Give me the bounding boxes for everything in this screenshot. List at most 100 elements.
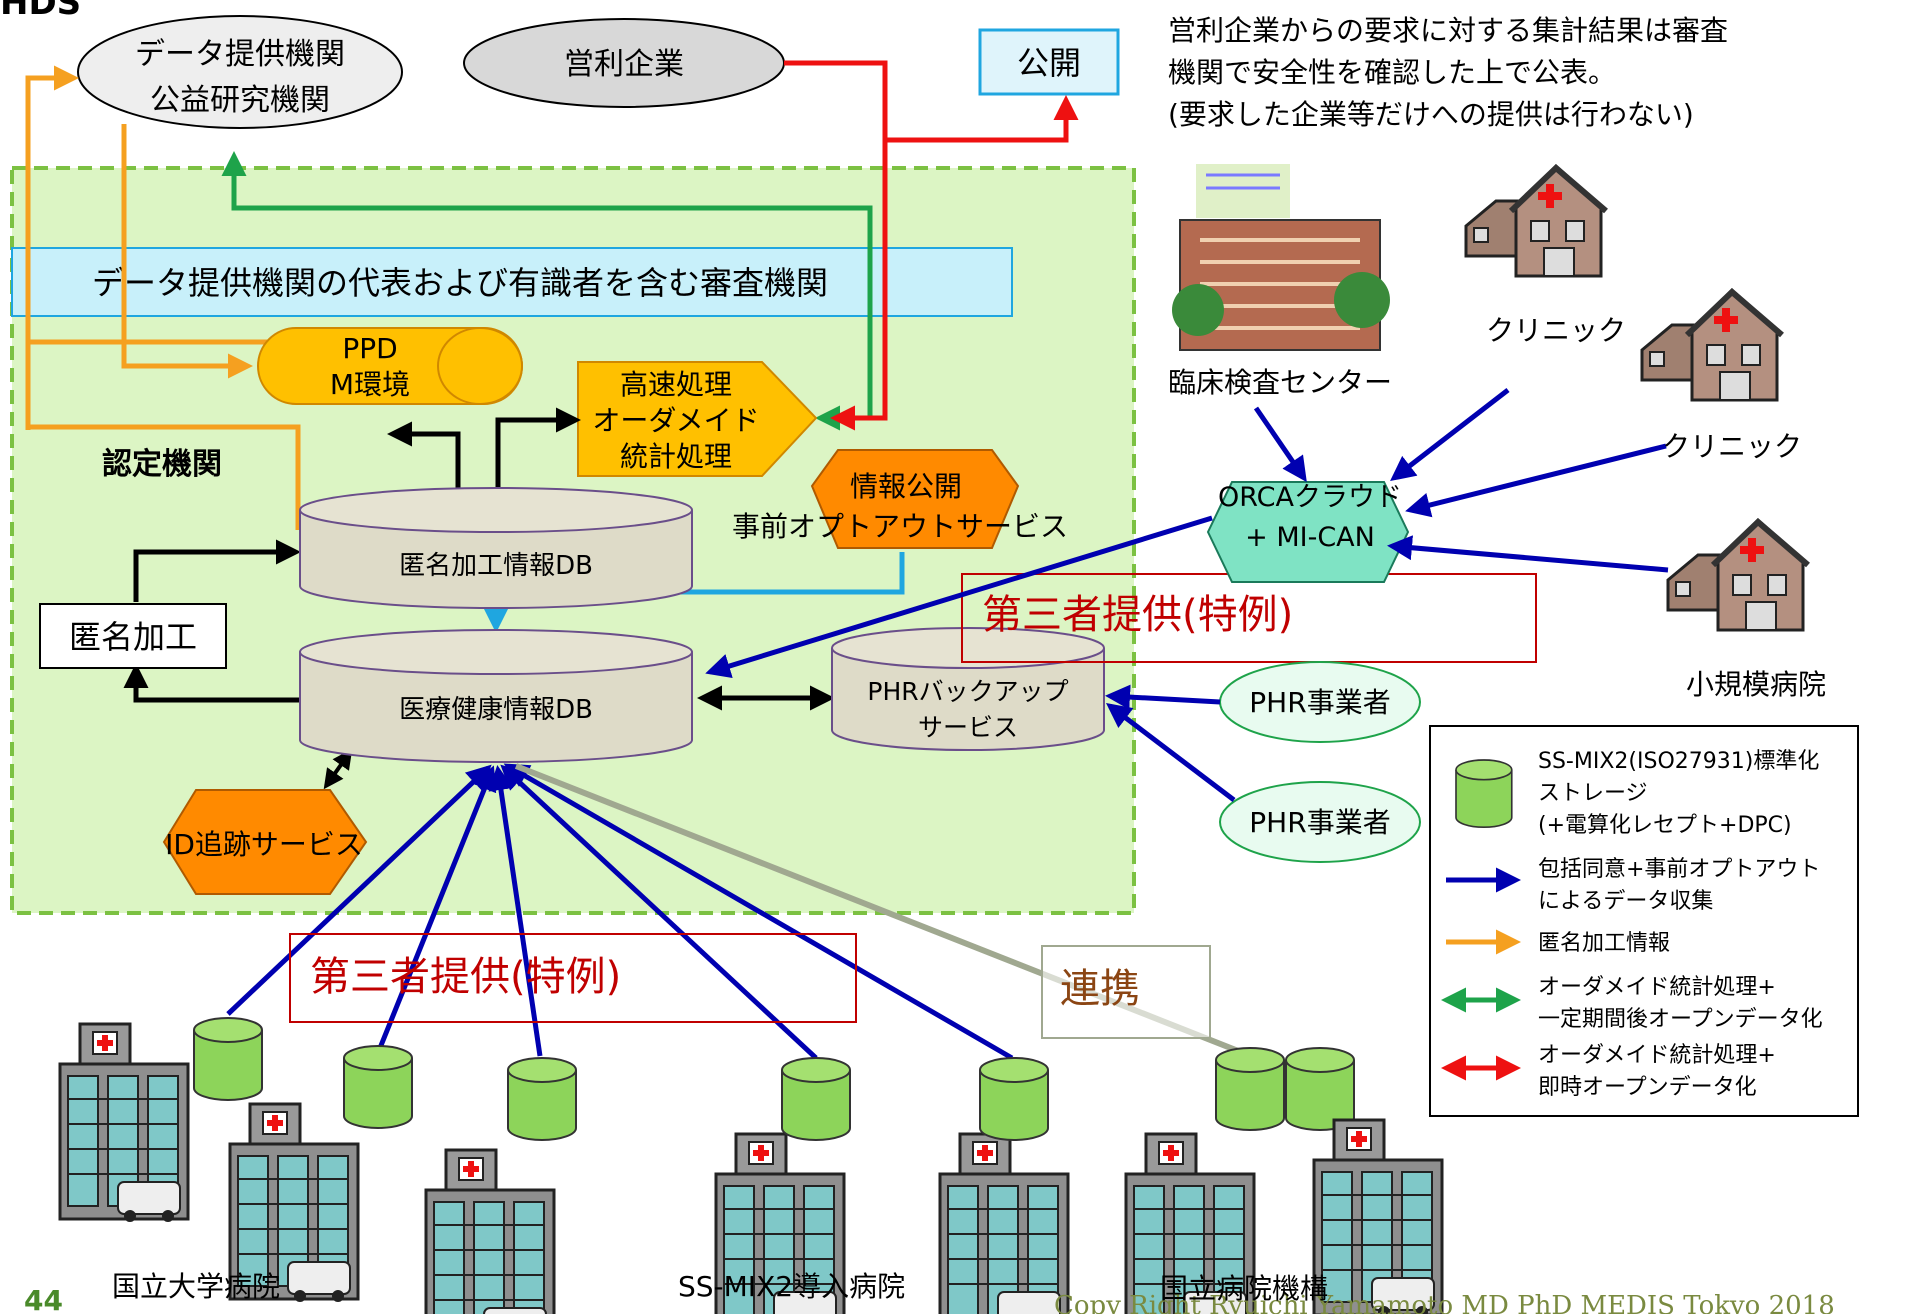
cyan-arrow — [483, 552, 905, 633]
clinic-1-icon — [1466, 166, 1606, 276]
legend-storage-icon — [1455, 759, 1513, 829]
anon-process-label: 匿名加工 — [69, 618, 197, 656]
orange-arrow-to-provider — [25, 65, 79, 430]
info-disclosure-line1: 情報公開 — [850, 470, 962, 503]
copyright: Copy Right Ryuichi Yamamoto MD PhD MEDIS… — [1054, 1291, 1835, 1314]
cooperation-box: 連携 — [1041, 945, 1211, 1039]
clinical-lab-icon — [1172, 164, 1390, 351]
legend-green-line2: 一定期間後オープンデータ化 — [1538, 1007, 1823, 1032]
legend-green-line1: オーダメイド統計処理+ — [1538, 975, 1776, 1000]
publish-label: 公開 — [1017, 44, 1081, 82]
note-line1: 営利企業からの要求に対する集計結果は審査 — [1168, 14, 1728, 47]
third-party-box-1: 第三者提供(特例) — [961, 573, 1537, 663]
orca-line1: ORCAクラウド — [1218, 482, 1402, 513]
hospital-5-icon — [938, 1132, 1070, 1314]
legend: SS-MIX2(ISO27931)標準化 ストレージ (+電算化レセプト+DPC… — [1429, 725, 1859, 1117]
arrow-meddb-to-anonproc — [123, 663, 300, 703]
ppdm-line2: M環境 — [330, 368, 410, 401]
legend-red-line1: オーダメイド統計処理+ — [1538, 1043, 1776, 1068]
info-disclosure-line2: 事前オプトアウトサービス — [732, 510, 1068, 543]
legend-storage-line1: SS-MIX2(ISO27931)標準化 — [1538, 749, 1819, 774]
orca-line2: + MI-CAN — [1245, 522, 1375, 553]
phr-backup-node: PHRバックアップ サービス — [831, 627, 1105, 751]
storage-5-icon — [979, 1057, 1049, 1141]
red-arrow-to-publish — [885, 95, 1079, 143]
phr-backup-line1: PHRバックアップ — [867, 677, 1068, 706]
legend-orange-label: 匿名加工情報 — [1538, 931, 1670, 956]
national-univ-label: 国立大学病院 — [112, 1270, 280, 1303]
third-party-label-2: 第三者提供(特例) — [310, 954, 621, 1000]
note-line3: (要求した企業等だけへの提供は行わない) — [1168, 98, 1694, 131]
arrow-anon-to-ppdm — [387, 421, 461, 492]
anon-process-node: 匿名加工 — [39, 603, 227, 669]
third-party-box-2: 第三者提供(特例) — [289, 933, 857, 1023]
custom-stats-line3: 統計処理 — [620, 440, 732, 473]
page-number: 44 — [24, 1284, 63, 1314]
commercial-label: 営利企業 — [564, 47, 684, 82]
cooperation-label: 連携 — [1060, 966, 1140, 1012]
orange-arrow-to-ppdm — [121, 124, 253, 379]
orca-node: ORCAクラウド + MI-CAN — [1206, 481, 1410, 583]
phr-provider-2-node: PHR事業者 — [1219, 781, 1421, 863]
phr-provider-2-label: PHR事業者 — [1249, 806, 1390, 839]
medical-db-node: 医療健康情報DB — [299, 629, 693, 763]
legend-blue-line1: 包括同意+事前オプトアウト — [1538, 857, 1820, 882]
medical-db-label: 医療健康情報DB — [399, 695, 593, 725]
legend-storage-line2: ストレージ — [1538, 781, 1648, 806]
blue-arrow-h3 — [488, 765, 543, 1057]
blue-arrow-h4 — [500, 764, 818, 1060]
blue-arrow-h1 — [226, 764, 492, 1016]
data-provider-line2: 公益研究機関 — [150, 83, 330, 118]
anon-db-node: 匿名加工情報DB — [299, 487, 693, 609]
custom-stats-node: 高速処理 オーダメイド 統計処理 — [577, 361, 818, 477]
blue-arrow-lab-orca — [1253, 406, 1307, 483]
review-board-label: データ提供機関の代表および有識者を含む審査機関 — [92, 264, 828, 302]
storage-3-icon — [507, 1057, 577, 1141]
hospital-3-icon — [424, 1148, 556, 1314]
hospital-7-icon — [1312, 1118, 1444, 1314]
commercial-node: 営利企業 — [463, 18, 785, 108]
blue-arrow-phr2-backup — [1106, 702, 1236, 802]
custom-stats-line1: 高速処理 — [620, 368, 732, 401]
arrow-anon-to-custom — [495, 407, 581, 492]
ppdm-node: PPD M環境 — [257, 327, 523, 405]
arrow-meddb-idtrack — [323, 748, 353, 790]
review-board-node: データ提供機関の代表および有識者を含む審査機関 — [11, 247, 1013, 317]
id-tracking-label: ID追跡サービス — [165, 828, 363, 861]
blue-arrow-clinic1-orca — [1390, 388, 1510, 482]
blue-arrow-phr1-backup — [1105, 684, 1221, 710]
clinic-1-label: クリニック — [1486, 314, 1626, 347]
custom-stats-line2: オーダメイド — [592, 404, 759, 437]
clinical-lab-label: 臨床検査センター — [1168, 366, 1392, 399]
arrow-anonproc-to-anondb — [133, 539, 301, 602]
data-provider-line1: データ提供機関 — [135, 37, 345, 72]
small-hospital-icon — [1668, 520, 1808, 630]
phr-provider-1-node: PHR事業者 — [1219, 661, 1421, 743]
phr-backup-line2: サービス — [918, 713, 1018, 742]
top-left-fragment: HDS — [0, 0, 81, 23]
data-provider-node: データ提供機関 公益研究機関 — [77, 15, 403, 129]
blue-arrow-smallhosp-orca — [1387, 535, 1669, 573]
clinic-2-label: クリニック — [1662, 430, 1802, 463]
certified-org-label: 認定機関 — [102, 447, 222, 482]
blue-arrow-h5 — [503, 763, 1014, 1061]
blue-arrow-orca-meddb — [705, 515, 1213, 679]
legend-red-line2: 即時オープンデータ化 — [1538, 1075, 1757, 1100]
storage-6a-icon — [1215, 1047, 1285, 1131]
blue-arrow-clinic2-orca — [1405, 443, 1667, 518]
hospital-1-icon — [58, 1022, 190, 1224]
info-disclosure-node: 情報公開 事前オプトアウトサービス — [732, 449, 1068, 549]
ppdm-line1: PPD — [342, 332, 397, 365]
ssmix-hospital-label: SS-MIX2導入病院 — [678, 1270, 905, 1303]
phr-provider-1-label: PHR事業者 — [1249, 686, 1390, 719]
storage-4-icon — [781, 1057, 851, 1141]
clinic-2-icon — [1642, 290, 1782, 400]
note-line2: 機関で安全性を確認した上で公表。 — [1168, 56, 1616, 89]
red-arrow — [784, 60, 888, 431]
third-party-label-1: 第三者提供(特例) — [982, 592, 1293, 638]
anon-db-label: 匿名加工情報DB — [399, 551, 593, 581]
publish-node: 公開 — [978, 28, 1120, 96]
storage-6b-icon — [1285, 1047, 1355, 1131]
storage-2-icon — [343, 1045, 413, 1129]
national-hospital-org-label: 国立病院機構 — [1160, 1272, 1328, 1305]
